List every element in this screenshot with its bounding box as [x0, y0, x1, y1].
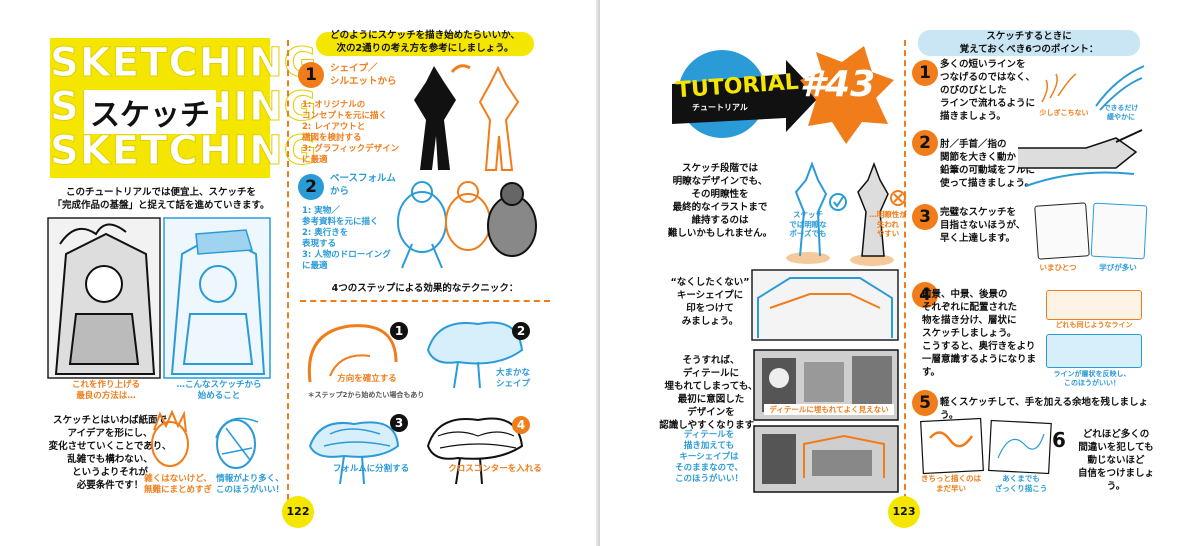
- lead-text: スケッチ段階では 明瞭なデザインでも、 その明瞭性を 最終的なイラストまで 維持…: [667, 163, 773, 239]
- approach-2-list: 1: 実物／ 参考資料を元に描く 2: 奥行きを 表現する 3: 人物のドローイ…: [302, 206, 391, 271]
- face-sketch-orange: [151, 410, 189, 467]
- step-1-number: 1: [390, 322, 408, 340]
- note-messy: 雑くはないけど、 無難にまとめすぎ: [143, 474, 212, 495]
- point-5-a: きちっと描くのは まだ早い: [921, 474, 981, 493]
- step-1-sketch: [307, 324, 398, 383]
- title-en-1: SKETCHING: [50, 40, 318, 87]
- body-text: スケッチとはいわば紙面で アイデアを形にし、 変化させていくことであり、 乱雑で…: [48, 415, 172, 491]
- page-number-right: 123: [888, 496, 920, 528]
- right-page: TUTORIAL チュートリアル #43 スケッチ段階では 明瞭なデザインでも、…: [600, 0, 1200, 546]
- intro-text: このチュートリアルでは便宜上、スケッチを 「完成作品の基盤」と捉えて話を進めてい…: [52, 187, 270, 211]
- caption-sketch: …こんなスケッチから 始めること: [176, 380, 262, 401]
- detail-text: そうすれば、 ディテールに 埋もれてしまっても、 最初に意図した デザインを 認…: [659, 355, 763, 431]
- steps-title: 4つのステップによる効果的なテクニック：: [331, 283, 519, 294]
- step-2-label: 大まかな シェイプ: [495, 368, 530, 389]
- step-3-sketch: [308, 421, 400, 485]
- point-4-sketch-b: [1046, 334, 1142, 368]
- tutorial-banner: [672, 46, 894, 144]
- steps-divider: [300, 300, 550, 302]
- approach-2-number: 2: [298, 174, 324, 200]
- column-divider: [287, 40, 289, 510]
- point-3-text: 完璧なスケッチを 目指さないほうが、 早く上達します。: [940, 207, 1026, 244]
- note-good: 情報がより多く、 このほうがいい！: [215, 474, 284, 495]
- point-1-strokes: [1041, 65, 1145, 111]
- lead-note-1: スケッチ では明瞭な ポーズでも: [789, 210, 827, 238]
- point-6-text: どれほど多くの 間違いを犯しても 動じないほど 自信をつけましょう。: [1077, 429, 1154, 492]
- approach-1-number: 1: [298, 62, 324, 88]
- point-3-sketch-b: [1090, 202, 1148, 260]
- step-1-note: ＊ステップ2から始めたい場合もあり: [307, 391, 425, 399]
- pose-figures: [786, 161, 906, 266]
- step-3-number: 3: [390, 414, 408, 432]
- point-5-b: あくまでも ざっくり描こう: [994, 474, 1048, 493]
- point-3-number: 3: [912, 204, 938, 230]
- step-2-number: 2: [512, 322, 530, 340]
- right-column-divider: [904, 40, 906, 510]
- step-4-sketch: [426, 417, 524, 485]
- step-1-label: 方向を確立する: [337, 374, 397, 384]
- point-3-b: 学びが多い: [1099, 263, 1137, 272]
- silhouette-figures: [414, 64, 520, 171]
- point-3-a: いまひとつ: [1039, 263, 1077, 272]
- point-4-a: どれも同じようなライン: [1055, 321, 1133, 329]
- shape-text: “なくしたくない” キーシェイプに 印をつけて みましょう。: [670, 277, 750, 327]
- point-3-sketch-a: [1034, 202, 1090, 260]
- detail-sketch-2: [753, 425, 899, 493]
- tutorial-number: #43: [800, 64, 876, 105]
- keep-note: ディテールを 描き加えても キーシェイプは そのままなので、 このほうがいい！: [674, 430, 743, 484]
- point-4-number: 4: [912, 282, 938, 308]
- key-shape-sketch: [751, 269, 899, 341]
- left-page: SKETCHING SKETCHING SKETCHING スケッチ このチュー…: [47, 30, 550, 528]
- point-4-text: 前景、中景、後景の それぞれに配置された 物を描き分け、層状に スケッチしましょ…: [922, 289, 1037, 378]
- point-5-sketches: [920, 418, 1052, 475]
- point-1-b: できるだけ 緩やかに: [1103, 104, 1139, 121]
- title-jp: スケッチ: [84, 90, 216, 134]
- step-4-number: 4: [512, 416, 530, 434]
- caption-finished: これを作り上げる 最良の方法は…: [71, 380, 140, 401]
- step-2-sketch: [426, 321, 524, 389]
- point-5-text: 軽くスケッチして、手を加える余地を残しましょう。: [940, 397, 1148, 421]
- point-2-arm: [1018, 129, 1143, 187]
- point-5-number: 5: [912, 390, 938, 416]
- lead-note-2: …明瞭性が 失われ やすい: [869, 210, 907, 238]
- step-4-label: クロスコンターを入れる: [448, 464, 542, 474]
- point-1-text: 多くの短いラインを つなげるのではなく、 のびのびとした ラインで流れるように …: [940, 59, 1036, 122]
- approach-1-list: 1: オリジナルの コンセプトを元に描く 2: レイアウトと 構図を検討する 3…: [302, 100, 400, 165]
- step-3-label: フォルムに分割する: [332, 464, 410, 474]
- point-2-number: 2: [912, 130, 938, 156]
- page-number-left: 122: [282, 496, 314, 528]
- point-2-text: 肘／手首／指の 関節を大きく動かし、 鉛筆の可動域をフルに 使って描きましょう。: [940, 139, 1036, 189]
- base-form-figures: [397, 181, 537, 269]
- tutorial-label-jp: チュートリアル: [692, 103, 748, 112]
- point-1-a: 少しぎこちない: [1039, 109, 1089, 117]
- points-title: スケッチするときに 覚えておくべき6つのポイント：: [959, 31, 1099, 55]
- title-en-3: SKETCHING: [50, 128, 318, 175]
- detail-note: ディテールに埋もれてよく見えない: [764, 404, 894, 415]
- face-sketch-blue: [215, 417, 259, 469]
- point-4-b: ラインが層状を反映し、 このほうがいい！: [1053, 370, 1131, 387]
- intro-highlight: [316, 32, 534, 56]
- intro-right: どのようにスケッチを描き始めたらいいか、 次の2通りの考え方を参考にしましょう。: [330, 30, 520, 54]
- point-6-number: 6: [1052, 428, 1066, 452]
- sketch-comparison-illustration: [47, 217, 271, 379]
- point-1-number: 1: [912, 60, 938, 86]
- approach-2-title: ベースフォルム から: [330, 173, 396, 197]
- points-highlight: [918, 30, 1140, 56]
- approach-1-title: シェイプ／ シルエットから: [330, 63, 397, 87]
- point-4-sketch-a: [1046, 290, 1142, 320]
